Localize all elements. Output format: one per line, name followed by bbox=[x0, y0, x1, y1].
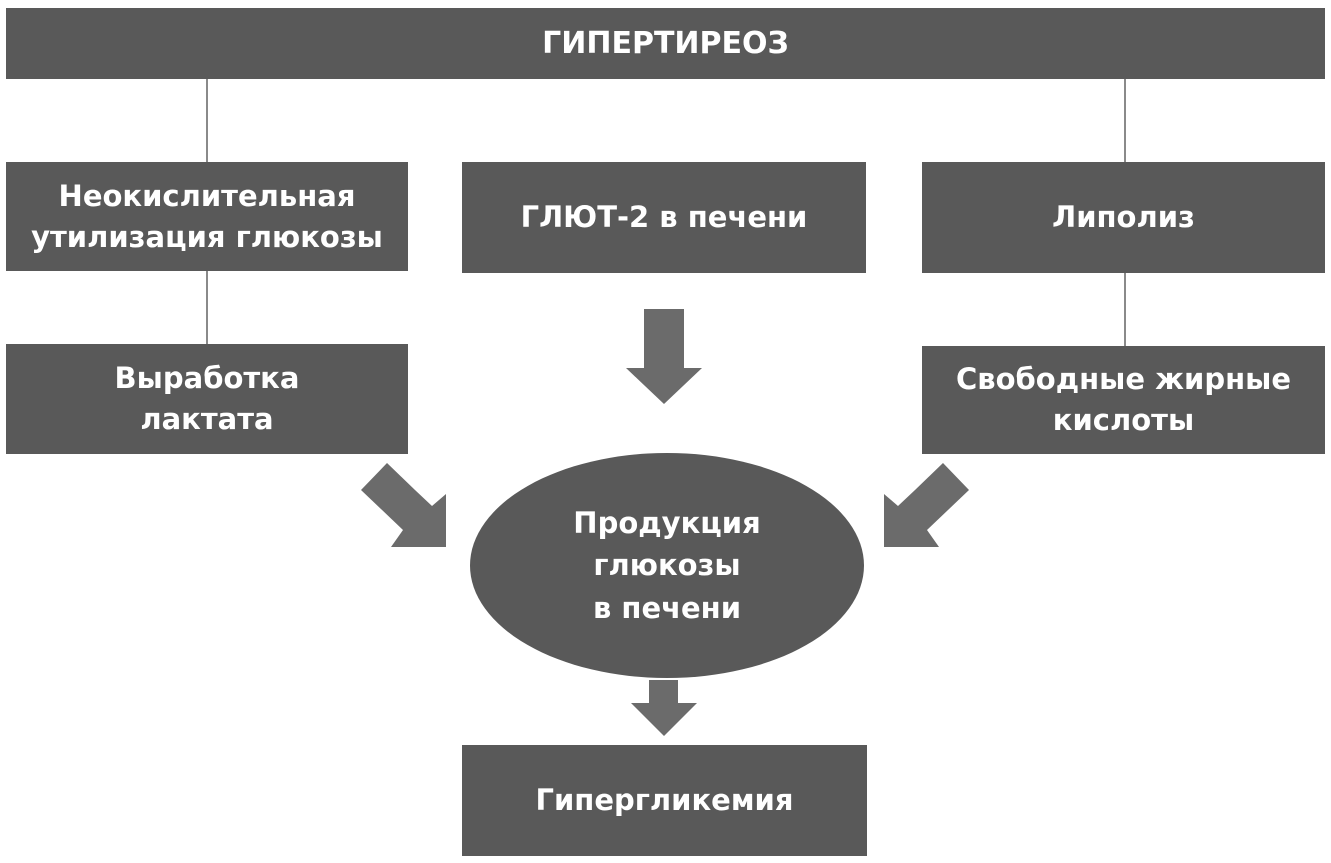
nonoxidative-glucose-utilization-label: Неокислительная утилизация глюкозы bbox=[31, 178, 383, 254]
free-fatty-acids-label: Свободные жирные кислоты bbox=[955, 362, 1292, 437]
lactate-production-box: Выработка лактата bbox=[6, 344, 408, 454]
arrow-diagonal-left-icon bbox=[361, 463, 446, 547]
glut2-liver-label: ГЛЮТ-2 в печени bbox=[520, 200, 808, 235]
glut2-liver-box: ГЛЮТ-2 в печени bbox=[462, 162, 866, 273]
hyperthyroidism-box: ГИПЕРТИРЕОЗ bbox=[6, 8, 1325, 79]
connector-top-left bbox=[206, 79, 208, 162]
connector-right-middle bbox=[1124, 273, 1126, 346]
arrow-down-bottom-icon bbox=[631, 680, 697, 736]
hyperglycemia-box: Гипергликемия bbox=[462, 745, 867, 856]
connector-left-middle bbox=[206, 271, 208, 344]
hyperglycemia-label: Гипергликемия bbox=[535, 783, 794, 818]
free-fatty-acids-box: Свободные жирные кислоты bbox=[922, 346, 1325, 454]
lactate-production-label: Выработка лактата bbox=[114, 361, 300, 436]
hepatic-glucose-production-ellipse: Продукция глюкозы в печени bbox=[470, 453, 864, 678]
arrow-down-center-icon bbox=[626, 309, 702, 404]
lipolysis-box: Липолиз bbox=[922, 162, 1325, 273]
arrow-diagonal-right-icon bbox=[884, 463, 969, 547]
lipolysis-label: Липолиз bbox=[1052, 200, 1195, 235]
hyperthyroidism-label: ГИПЕРТИРЕОЗ bbox=[542, 25, 789, 61]
nonoxidative-glucose-utilization-box: Неокислительная утилизация глюкозы bbox=[6, 162, 408, 271]
connector-top-right bbox=[1124, 79, 1126, 162]
hepatic-glucose-production-label: Продукция глюкозы в печени bbox=[573, 506, 761, 625]
